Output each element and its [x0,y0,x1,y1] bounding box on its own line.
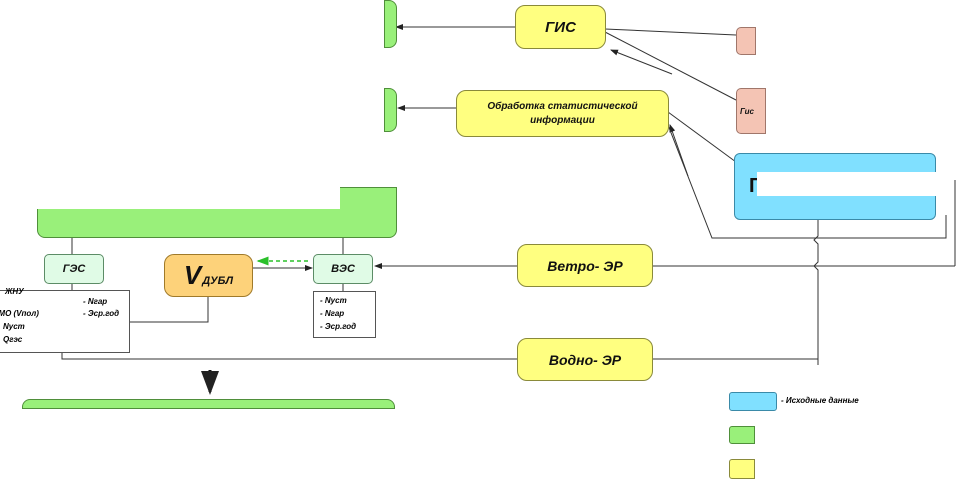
v-dubl-sub: ДУБЛ [202,274,234,287]
line-water-to-left [61,290,518,360]
blue-box-label: Г [749,175,761,197]
white-mask-header [37,186,340,209]
pink-box-bottom: Гис [736,88,766,134]
legend-blue-swatch [729,392,777,411]
green-box-second [384,88,397,132]
pink-box-label: Гис [740,106,754,116]
ges-params-box: ЖНУ - Nгар УМО (Vпол) - Эср.год Nуст Qгэ… [0,287,130,353]
wind-er-label: Ветро- ЭР [547,257,623,274]
statistics-node: Обработка статистической информации [456,90,669,137]
ges-param-4: - Эср.год [83,309,120,318]
line-right-to-gis [604,28,737,36]
ges-param-2: - Nгар [83,297,108,306]
green-bottom-bar [22,399,395,409]
gis-node: ГИС [515,5,606,49]
arrow-params-to-vdubl [130,297,209,323]
green-box-top [384,0,397,48]
ves-label: ВЭС [331,263,355,275]
ges-param-1: ЖНУ [5,287,24,296]
water-er-label: Водно- ЭР [548,351,622,368]
line-gis-to-pink [604,31,737,101]
ges-label: ГЭС [62,263,86,275]
ves-param-1: - Nуст [320,296,347,305]
ves-param-3: - Эср.год [320,322,357,331]
pink-box-top [736,27,756,55]
statistics-label: Обработка статистической информации [487,100,638,126]
water-er-node: Водно- ЭР [517,338,653,381]
ges-param-3: УМО (Vпол) [0,309,39,318]
line-vertical-right-1 [813,215,819,365]
ges-node: ГЭС [44,254,104,284]
ves-params-box: - Nуст - Nгар - Эср.год [313,291,376,338]
line-stat-to-blue [667,111,737,163]
legend-green-swatch [729,426,755,444]
v-dubl-main: V [183,260,202,290]
wind-er-node: Ветро- ЭР [517,244,653,287]
v-dubl-node: V ДУБЛ [164,254,253,297]
legend-yellow-swatch [729,459,755,479]
gis-label: ГИС [545,18,576,36]
white-mask-blue [757,172,937,196]
ges-param-6: Qгэс [3,335,23,344]
ves-param-2: - Nгар [320,309,345,318]
line-blue-loop [667,124,947,239]
legend-blue-label: - Исходные данные [781,396,859,405]
arrow-to-gis [610,49,673,75]
ges-param-5: Nуст [3,322,25,331]
ves-node: ВЭС [313,254,373,284]
